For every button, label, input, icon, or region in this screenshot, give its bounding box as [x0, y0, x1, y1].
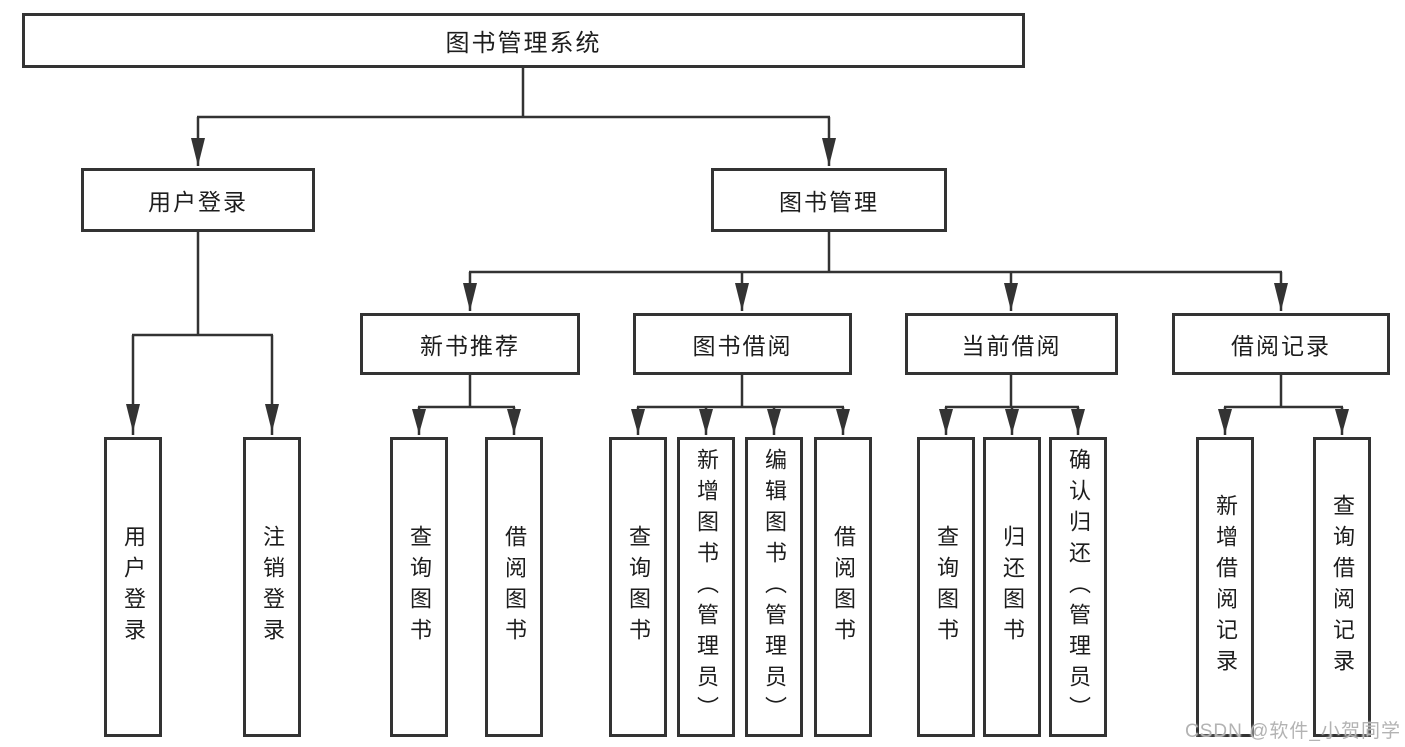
- node-book-management: 图书管理: [711, 168, 947, 232]
- leaf-confirm-return-admin-label: 确认归还（管理员）: [1066, 447, 1091, 727]
- leaf-borrow-books-recommend-label: 借阅图书: [502, 525, 527, 649]
- leaf-return-books-label: 归还图书: [1000, 525, 1025, 649]
- leaf-edit-book-admin: 编辑图书（管理员）: [745, 437, 803, 737]
- leaf-add-book-admin-label: 新增图书（管理员）: [694, 447, 719, 727]
- leaf-user-login: 用户登录: [104, 437, 162, 737]
- leaf-confirm-return-admin: 确认归还（管理员）: [1049, 437, 1107, 737]
- leaf-logout-label: 注销登录: [260, 525, 285, 649]
- leaf-query-books-current-label: 查询图书: [934, 525, 959, 649]
- leaf-query-books-current: 查询图书: [917, 437, 975, 737]
- node-current-borrowing: 当前借阅: [905, 313, 1118, 375]
- leaf-user-login-label: 用户登录: [121, 525, 146, 649]
- leaf-borrow-books-recommend: 借阅图书: [485, 437, 543, 737]
- connector-segments: [131, 68, 1344, 435]
- leaf-return-books: 归还图书: [983, 437, 1041, 737]
- node-user-login: 用户登录: [81, 168, 315, 232]
- leaf-add-borrow-record: 新增借阅记录: [1196, 437, 1254, 737]
- csdn-watermark: CSDN @软件_小贺同学: [1185, 721, 1401, 742]
- node-book-borrowing: 图书借阅: [633, 313, 852, 375]
- leaf-add-borrow-record-label: 新增借阅记录: [1213, 494, 1238, 680]
- node-library-system: 图书管理系统: [22, 13, 1025, 68]
- leaf-query-borrow-record: 查询借阅记录: [1313, 437, 1371, 737]
- leaf-query-books-recommend-label: 查询图书: [407, 525, 432, 649]
- leaf-query-borrow-record-label: 查询借阅记录: [1330, 494, 1355, 680]
- node-new-book-recommend: 新书推荐: [360, 313, 580, 375]
- leaf-add-book-admin: 新增图书（管理员）: [677, 437, 735, 737]
- leaf-query-books-borrowing-label: 查询图书: [626, 525, 651, 649]
- leaf-logout: 注销登录: [243, 437, 301, 737]
- node-borrowing-records: 借阅记录: [1172, 313, 1390, 375]
- leaf-edit-book-admin-label: 编辑图书（管理员）: [762, 447, 787, 727]
- leaf-query-books-borrowing: 查询图书: [609, 437, 667, 737]
- leaf-borrow-books: 借阅图书: [814, 437, 872, 737]
- leaf-query-books-recommend: 查询图书: [390, 437, 448, 737]
- leaf-borrow-books-label: 借阅图书: [831, 525, 856, 649]
